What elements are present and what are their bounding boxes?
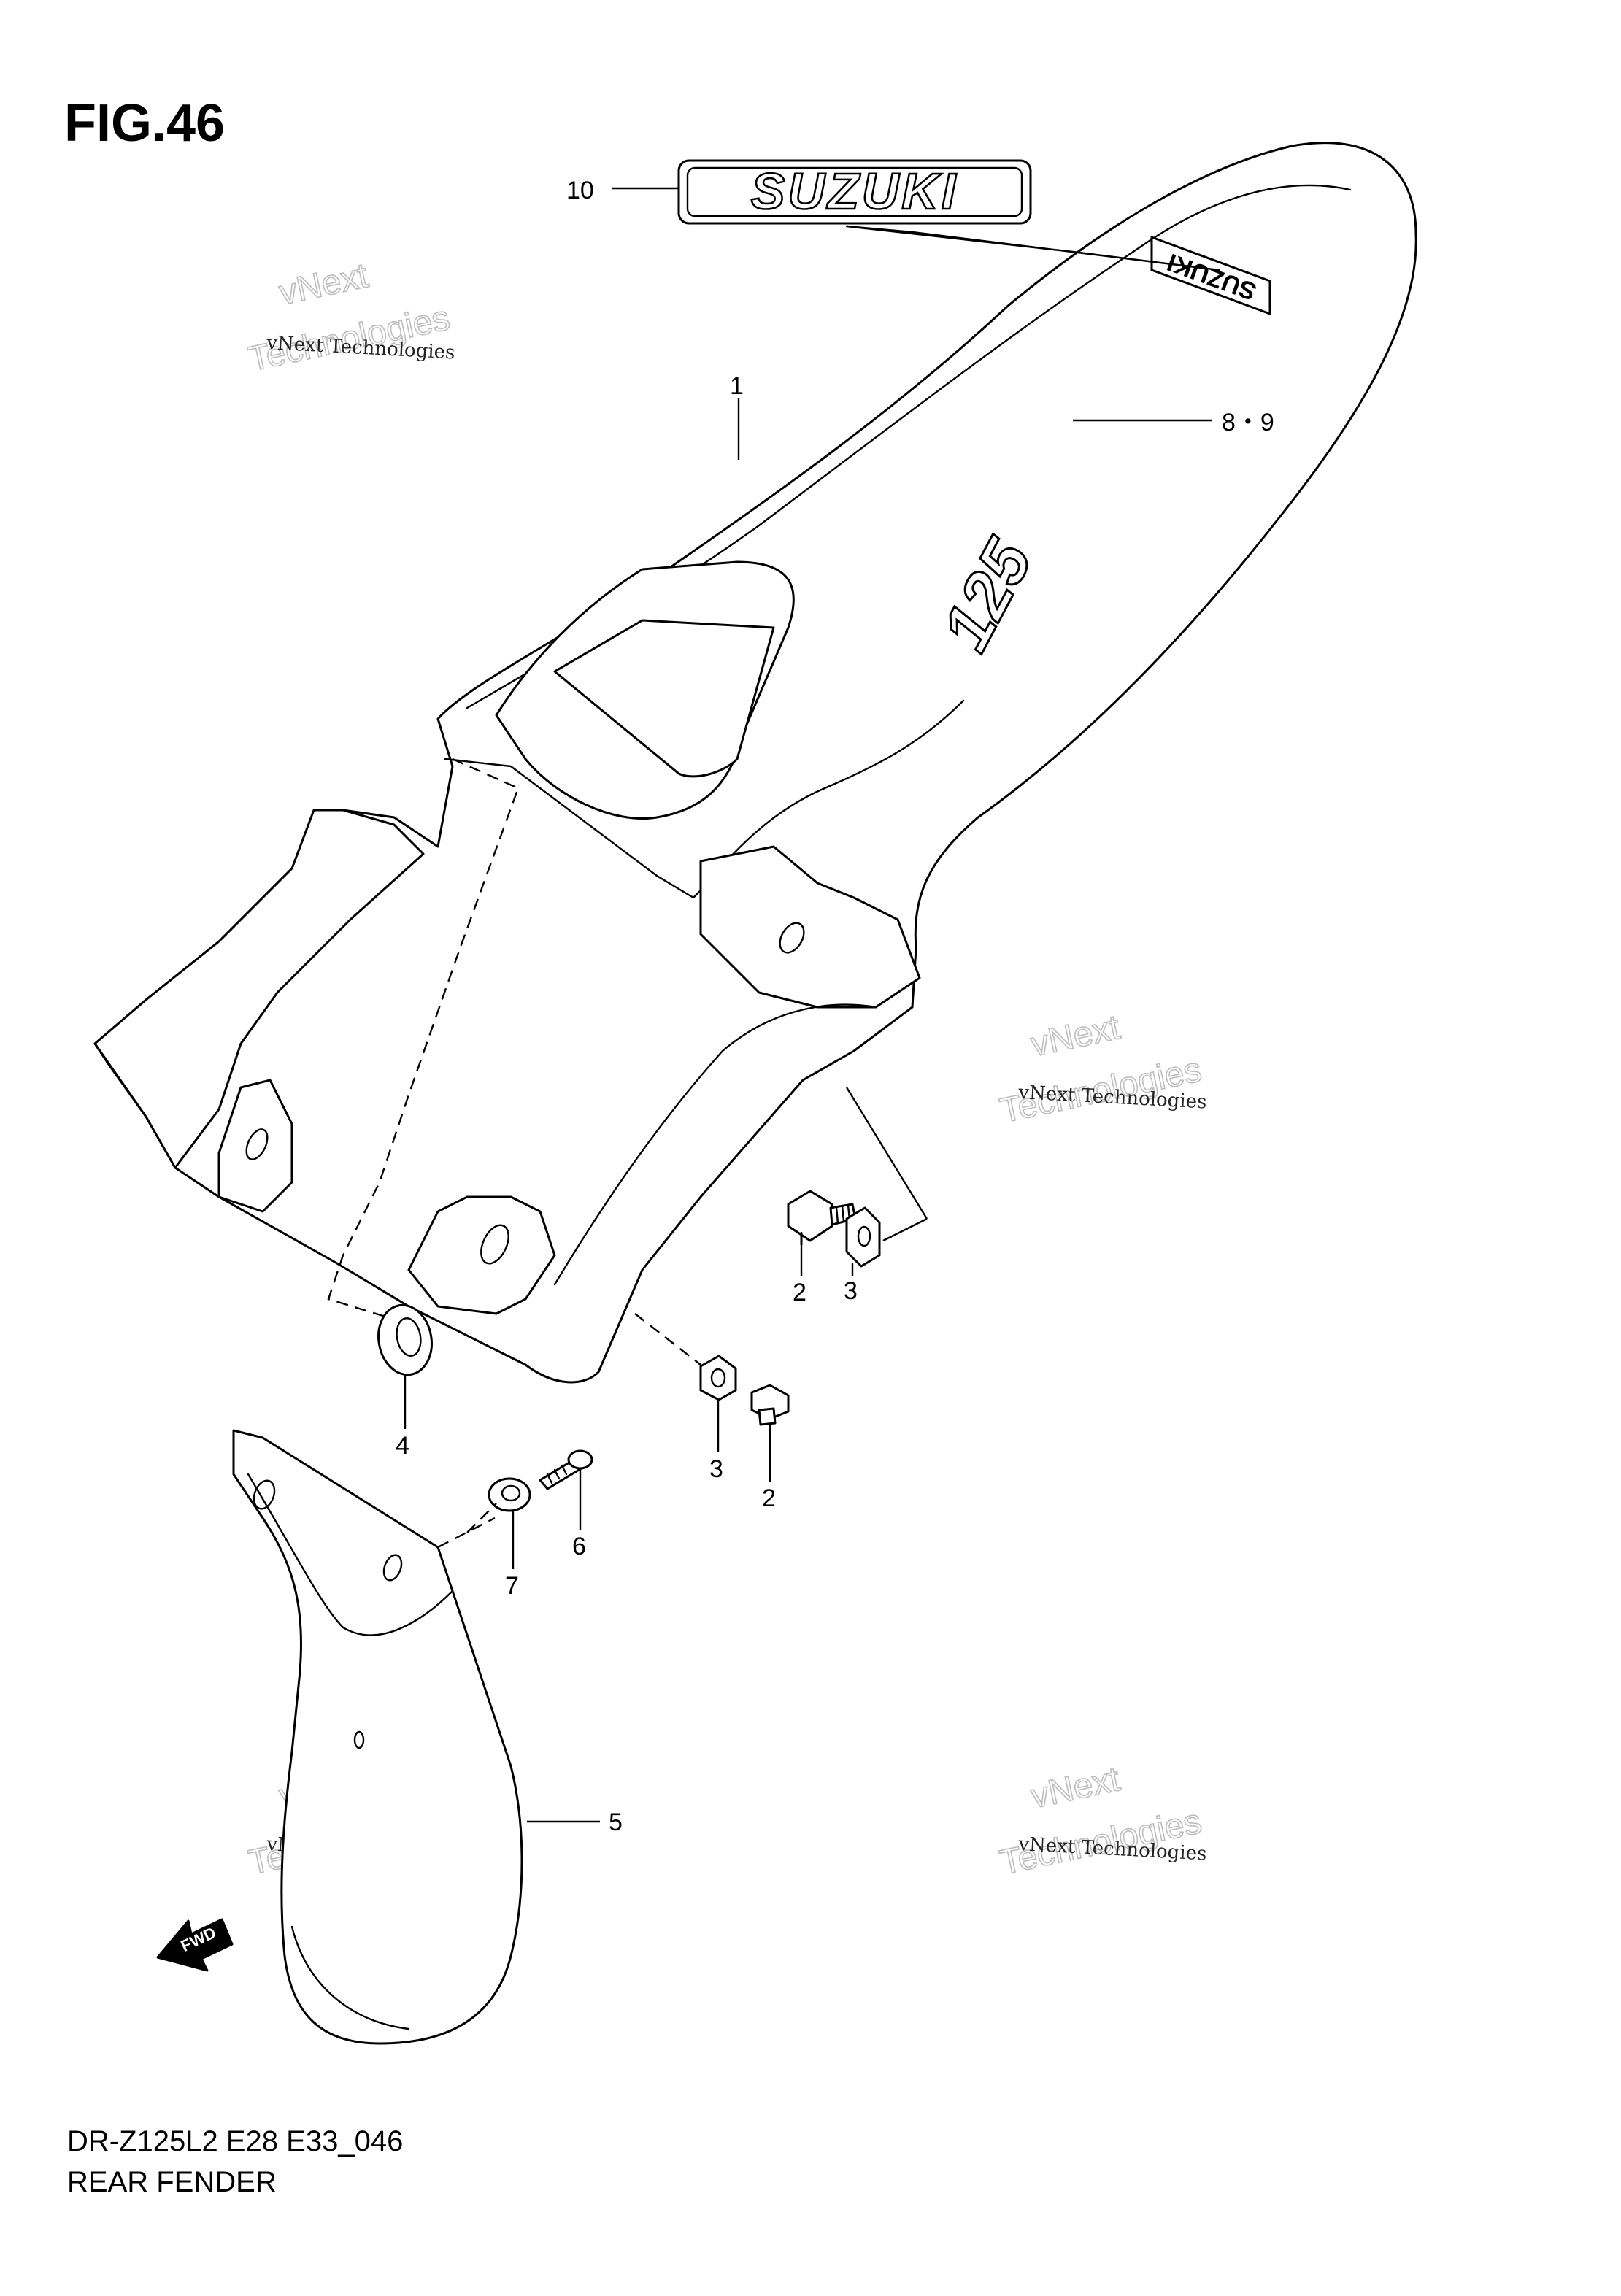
emblem-logo-text: SUZUKI [751,163,959,220]
suzuki-emblem-decal: SUZUKI [677,159,1032,225]
callout-5: 5 [609,1808,623,1836]
screw-head [567,1449,593,1470]
mount-hole-left [245,1128,269,1160]
watermark-big-vnext: vNext [276,256,371,312]
fender-decal-stripe [845,225,1220,271]
fender-right-mount-tab [699,845,921,1009]
bolt-shank [758,1407,777,1426]
mount-hole-right [779,922,805,954]
fender-hidden-line [327,758,520,1330]
callout-8-9: 8・9 [1222,409,1274,436]
assembly-line-center [634,1313,701,1365]
callout-4: 4 [396,1432,409,1460]
washer-7 [488,1477,531,1512]
fender-side-edge [699,699,965,892]
washer-3-lower [699,1355,737,1401]
callout-3-lower: 3 [709,1455,723,1483]
fender-recess-pad [553,619,775,778]
mud-flap-ridge [247,1473,454,1636]
screw-6 [539,1449,593,1490]
callout-leaders [404,1245,854,1823]
grommet-4 [377,1303,433,1376]
bolt-head [787,1190,833,1242]
washer-hole [710,1368,726,1388]
fender-left-wing [93,809,425,1169]
mud-flap-hole-low [353,1730,365,1749]
grommet-inner [396,1317,422,1357]
fwd-arrow-shape [156,1918,234,1972]
washer-hole [857,1225,871,1247]
mount-hole-center [480,1224,509,1265]
assembly-line-upper [845,1087,928,1242]
mud-flap-hole-mid [382,1554,403,1582]
callout-10: 10 [566,177,594,204]
fwd-arrow: FWD [156,1918,234,1972]
emblem-outline [677,159,1032,225]
rear-fender-main: SUZUKI 125 [93,142,1417,1384]
callout-7: 7 [505,1572,519,1600]
grommet-outline [377,1303,433,1376]
fender-under-curve [553,1003,877,1286]
section-name: REAR FENDER [67,2166,277,2198]
model-code: DR-Z125L2 E28 E33_046 [67,2125,404,2157]
washer-hole [501,1484,521,1502]
callout-6: 6 [572,1533,586,1560]
callout-labels: 10 1 8・9 2 3 4 3 2 6 7 5 [396,177,1274,1836]
assembly-line-mudflap [466,1503,497,1533]
callout-2-lower: 2 [762,1484,776,1512]
bolt-2-upper [787,1190,857,1242]
washer-outline [699,1355,737,1401]
rear-mud-flap [232,1429,523,2045]
mud-flap-hole-top [253,1479,276,1510]
washer-3-upper [845,1206,881,1268]
watermark-big-vnext: vNext [1028,1760,1123,1816]
mud-flap-body [232,1429,523,2045]
callout-1: 1 [730,372,744,400]
mud-flap-attach-line [437,1517,496,1549]
watermark-big-vnext: vNext [1028,1008,1123,1064]
screw-thread [546,1464,568,1484]
fender-outer-shell [93,142,1417,1384]
bolt-2-lower [750,1384,790,1426]
figure-title: FIG.46 [64,94,226,153]
emblem-inner-outline [686,166,1023,217]
fender-left-mount-tab [217,1079,293,1213]
callout-3-upper: 3 [844,1277,858,1305]
washer-outline [845,1206,881,1268]
mud-flap-lower-lip [290,1925,410,2030]
washer-outline [488,1477,531,1512]
small-decal-outline [1150,236,1271,315]
callout-2-upper: 2 [793,1279,806,1306]
